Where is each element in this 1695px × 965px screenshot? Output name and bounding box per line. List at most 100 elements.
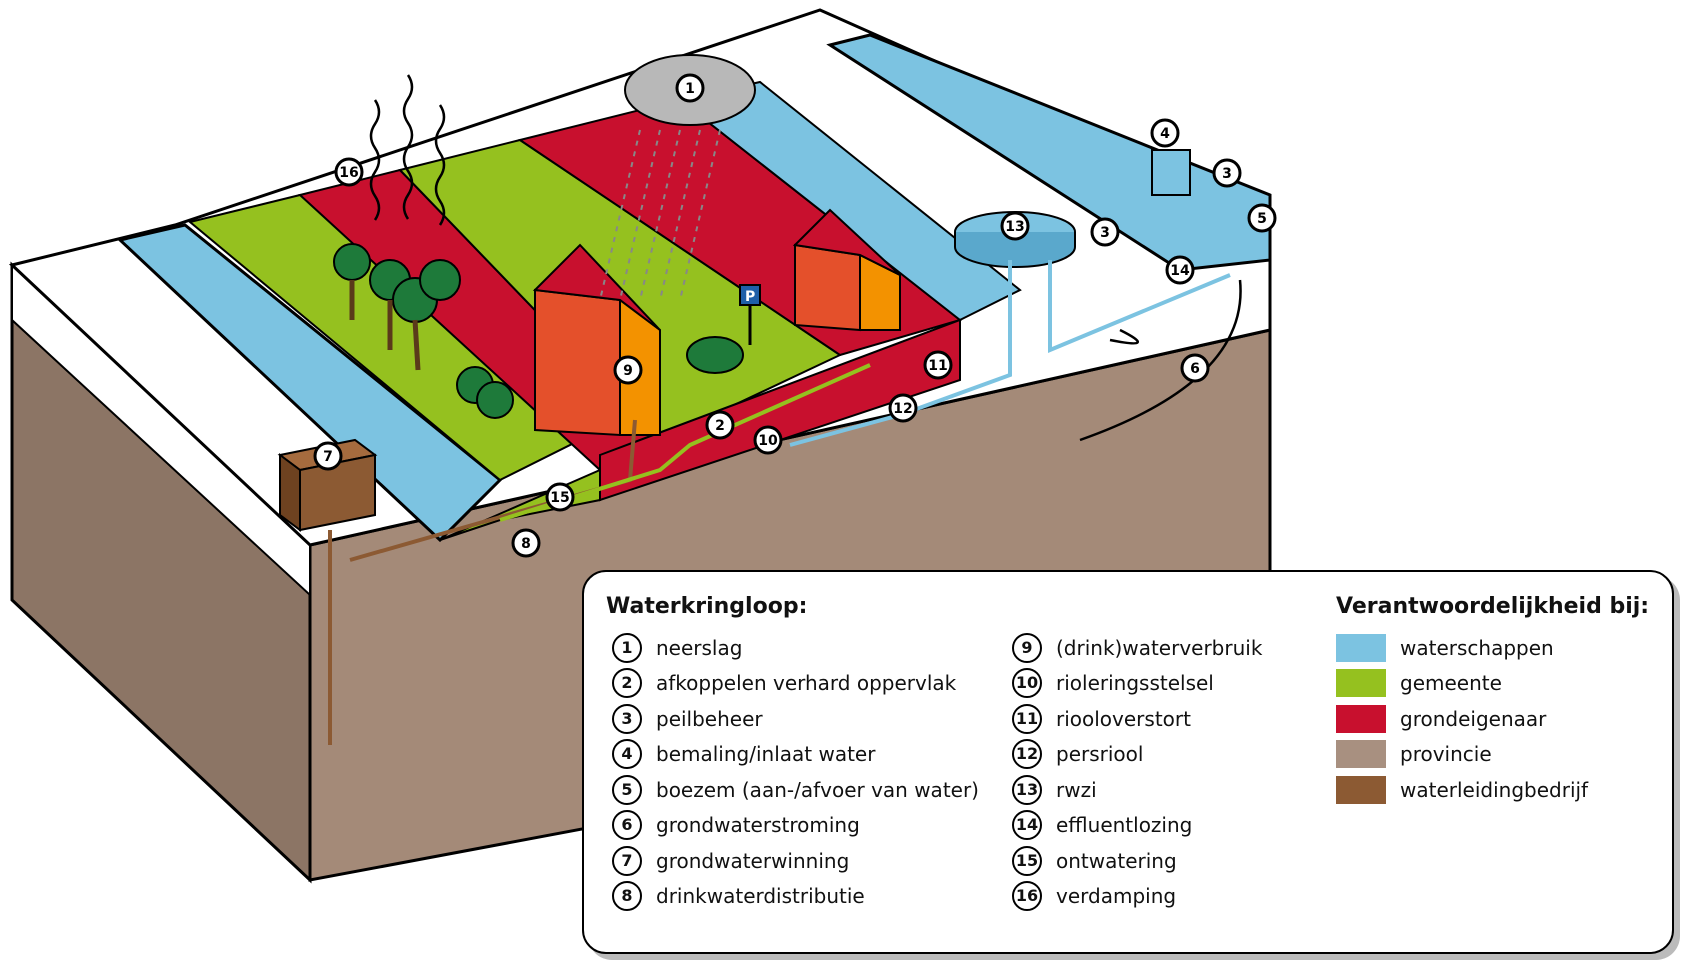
responsibility-label: provincie	[1400, 742, 1492, 767]
parking-sign: P	[739, 284, 761, 345]
cycle-title: Waterkringloop:	[606, 594, 808, 619]
legend-label: drinkwaterdistributie	[656, 884, 865, 909]
legend-label: verdamping	[1056, 884, 1177, 909]
badge-number: 14	[1170, 263, 1190, 279]
badge-3: 3	[1212, 158, 1242, 188]
badge-number: 4	[1160, 126, 1170, 142]
badge-15: 15	[545, 482, 575, 512]
legend-number-badge: 7	[612, 845, 642, 876]
svg-text:P: P	[745, 289, 755, 305]
legend-item-12: 12 persriool	[1012, 737, 1262, 773]
badge-6: 6	[1180, 353, 1210, 383]
legend-label: rwzi	[1056, 777, 1097, 802]
color-swatch	[1336, 775, 1386, 804]
badge-number: 9	[623, 363, 633, 379]
legend-number-badge: 3	[612, 703, 642, 734]
pipes	[349, 260, 1231, 562]
badge-1: 1	[675, 73, 705, 103]
responsibility-item: provincie	[1336, 737, 1588, 773]
badge-4: 4	[1150, 118, 1180, 148]
color-swatch	[1336, 704, 1386, 733]
badge-number: 3	[1100, 225, 1110, 241]
legend-item-11: 11 riooloverstort	[1012, 701, 1262, 737]
badge-10: 10	[753, 425, 783, 455]
badge-number: 7	[323, 449, 333, 465]
badge-5: 5	[1247, 203, 1277, 233]
responsibility-item: waterschappen	[1336, 630, 1588, 666]
legend-number-badge: 11	[1012, 703, 1042, 734]
legend-number-badge: 4	[612, 739, 642, 770]
legend-label: boezem (aan-/afvoer van water)	[656, 777, 979, 802]
badge-number: 8	[521, 536, 531, 552]
badge-7: 7	[313, 441, 343, 471]
badge-number: 12	[893, 401, 912, 417]
responsibility-title: Verantwoordelijkheid bij:	[1336, 594, 1650, 619]
badge-13: 13	[1000, 211, 1030, 241]
badge-number: 3	[1222, 166, 1232, 182]
legend-number-badge: 15	[1012, 845, 1042, 876]
responsibility-list: waterschappen gemeente grondeigenaar provin…	[1336, 630, 1588, 808]
legend-panel: Waterkringloop: Verantwoordelijkheid bij…	[582, 570, 1674, 954]
responsibility-item: grondeigenaar	[1336, 701, 1588, 737]
legend-label: effluentlozing	[1056, 813, 1193, 838]
color-swatch	[1336, 740, 1386, 769]
badge-number: 13	[1005, 219, 1024, 235]
legend-number-badge: 5	[612, 774, 642, 805]
legend-item-8: 8 drinkwaterdistributie	[612, 879, 979, 915]
responsibility-item: waterleidingbedrijf	[1336, 772, 1588, 808]
legend-number-badge: 6	[612, 810, 642, 841]
legend-item-9: 9 (drink)waterverbruik	[1012, 630, 1262, 666]
badge-12: 12	[888, 393, 918, 423]
badge-number: 16	[339, 165, 358, 181]
badge-9: 9	[613, 355, 643, 385]
legend-label: neerslag	[656, 635, 743, 660]
badge-2: 2	[705, 410, 735, 440]
legend-number-badge: 13	[1012, 774, 1042, 805]
trees	[333, 243, 514, 419]
legend-item-15: 15 ontwatering	[1012, 843, 1262, 879]
responsibility-label: waterleidingbedrijf	[1400, 777, 1589, 802]
legend-number-badge: 9	[1012, 632, 1042, 663]
responsibility-item: gemeente	[1336, 666, 1588, 702]
house-1	[532, 243, 661, 437]
legend-item-4: 4 bemaling/inlaat water	[612, 737, 979, 773]
legend-item-5: 5 boezem (aan-/afvoer van water)	[612, 772, 979, 808]
badge-number: 11	[928, 358, 947, 374]
responsibility-label: waterschappen	[1400, 635, 1554, 660]
legend-label: (drink)waterverbruik	[1056, 635, 1263, 660]
legend-number-badge: 8	[612, 881, 642, 912]
legend-label: bemaling/inlaat water	[656, 742, 876, 767]
badge-number: 2	[715, 418, 725, 434]
legend-item-7: 7 grondwaterwinning	[612, 843, 979, 879]
legend-item-2: 2 afkoppelen verhard oppervlak	[612, 666, 979, 702]
house-2	[792, 208, 901, 332]
badge-number: 5	[1257, 211, 1267, 227]
legend-item-1: 1 neerslag	[612, 630, 979, 666]
badge-14: 14	[1165, 255, 1195, 285]
car	[686, 336, 744, 374]
legend-label: persriool	[1056, 742, 1144, 767]
legend-number-badge: 2	[612, 668, 642, 699]
badge-number: 10	[758, 433, 778, 449]
badge-16: 16	[334, 157, 364, 187]
legend-label: grondwaterwinning	[656, 848, 850, 873]
badge-number: 1	[685, 81, 695, 97]
legend-number-badge: 12	[1012, 739, 1042, 770]
legend-number-badge: 1	[612, 632, 642, 663]
legend-item-13: 13 rwzi	[1012, 772, 1262, 808]
legend-label: afkoppelen verhard oppervlak	[656, 671, 957, 696]
responsibility-label: gemeente	[1400, 671, 1502, 696]
legend-label: ontwatering	[1056, 848, 1177, 873]
responsibility-label: grondeigenaar	[1400, 706, 1547, 731]
legend-number-badge: 10	[1012, 668, 1042, 699]
legend-label: riooloverstort	[1056, 706, 1191, 731]
evaporation-arrows	[369, 74, 446, 226]
badge-number: 6	[1190, 361, 1200, 377]
